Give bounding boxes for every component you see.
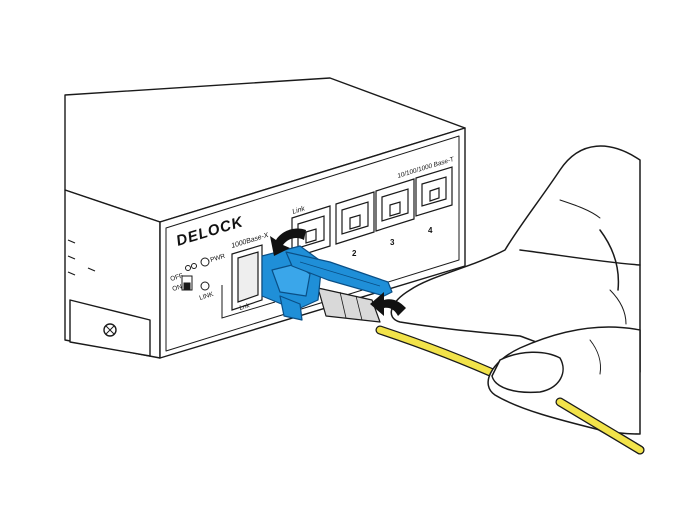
hand xyxy=(390,145,641,435)
rj45-port-1 xyxy=(291,205,331,259)
rj45-port-3 xyxy=(375,178,415,232)
link-led xyxy=(200,281,210,291)
front-bezel xyxy=(165,135,460,352)
link-led-label: LINK xyxy=(199,291,216,302)
rj45-port-4 xyxy=(415,166,453,217)
curved-arrow-icon xyxy=(370,292,406,316)
pwr-label: PWR xyxy=(210,253,227,264)
port-number-2: 2 xyxy=(352,249,357,258)
port-number-4: 4 xyxy=(428,226,433,235)
on-label: ON xyxy=(172,283,184,293)
lnk-label: Lnk xyxy=(239,302,252,312)
status-leds xyxy=(181,257,210,291)
off-label: OFF xyxy=(170,272,185,283)
connector-boot xyxy=(317,287,381,323)
sfp-port xyxy=(221,244,276,319)
link-label-top: Link xyxy=(292,205,307,216)
push-arrows xyxy=(270,228,406,316)
port-number-3: 3 xyxy=(390,238,395,247)
curved-arrow-icon xyxy=(270,228,306,256)
hand-palm xyxy=(390,145,641,373)
thumbnail xyxy=(491,351,564,394)
lc-connector xyxy=(261,245,393,323)
rj45-port-2 xyxy=(335,191,375,245)
vent-slots xyxy=(67,239,96,276)
rj45-port-group xyxy=(291,166,453,259)
index-finger xyxy=(519,249,641,266)
pwr-led xyxy=(200,257,210,267)
